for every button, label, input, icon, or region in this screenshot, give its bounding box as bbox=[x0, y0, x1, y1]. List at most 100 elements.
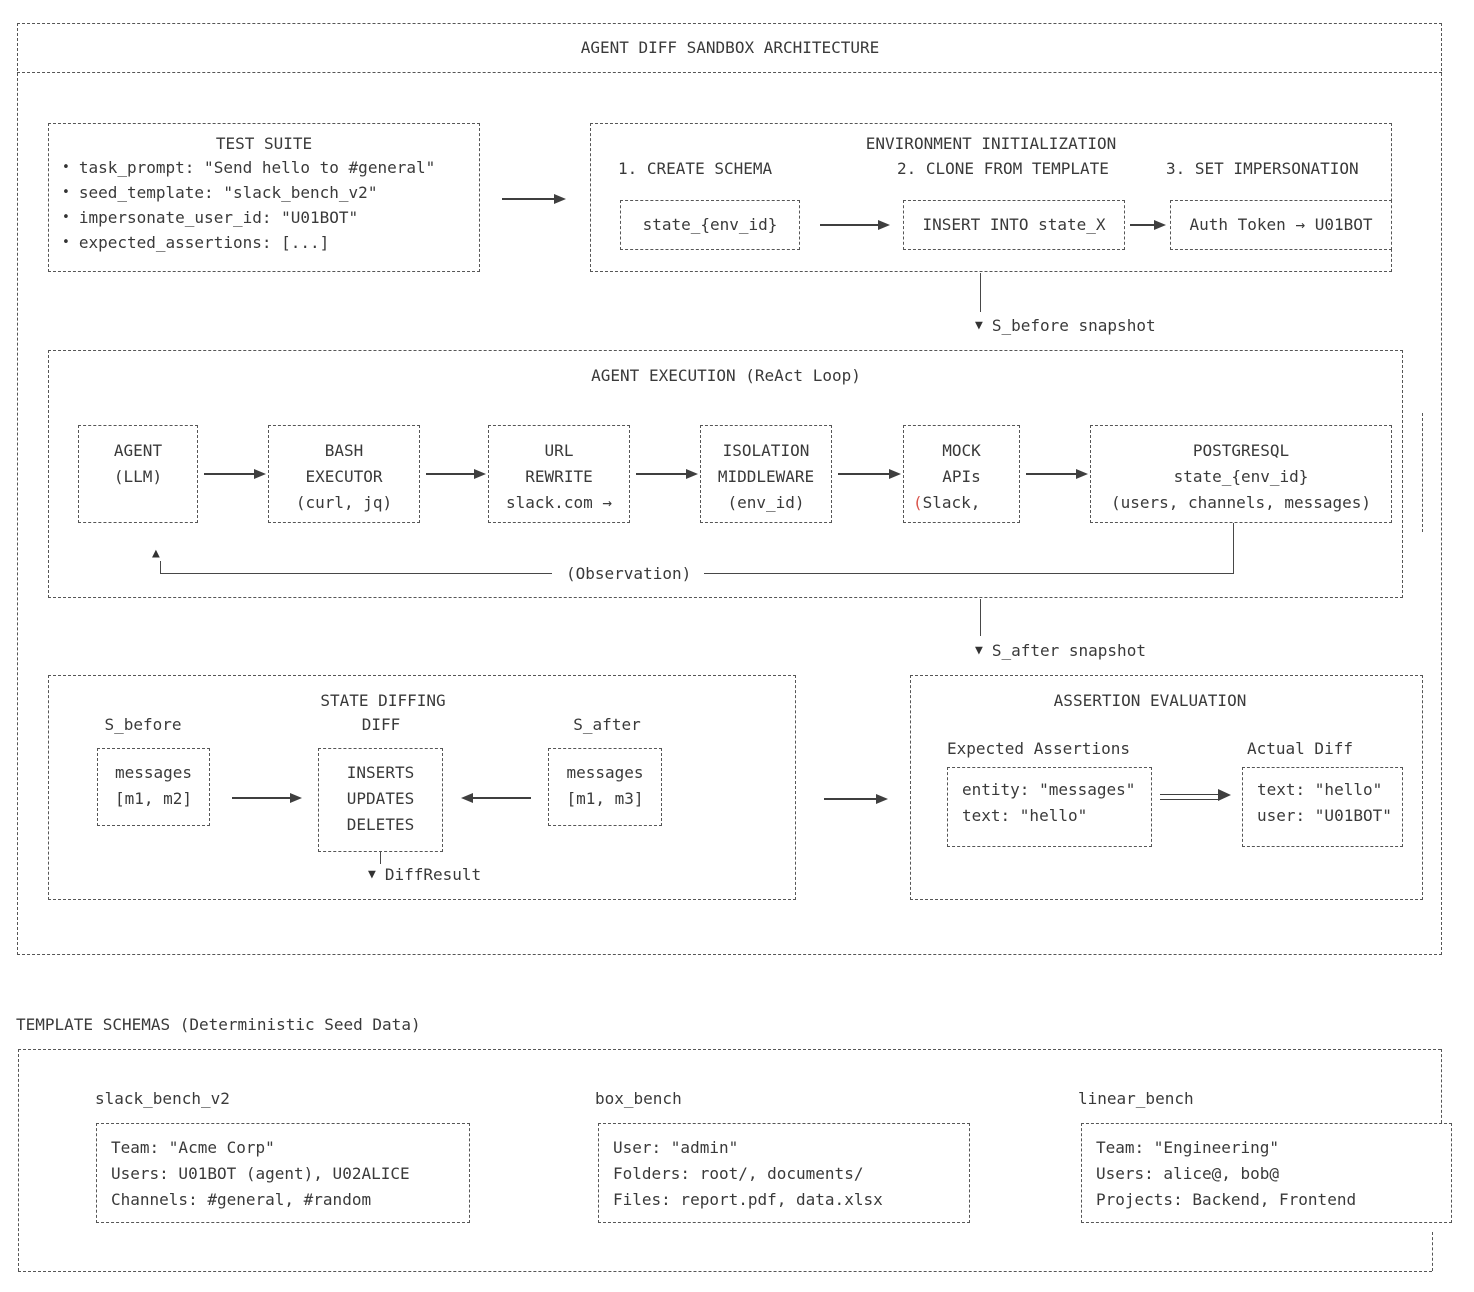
card-text: Users: alice@, bob@ bbox=[1096, 1164, 1280, 1183]
arrow-url-to-isolation bbox=[636, 468, 698, 479]
linear-bench-card: Team: "Engineering" Users: alice@, bob@ … bbox=[1081, 1123, 1452, 1223]
actual-diff-label: Actual Diff bbox=[1247, 739, 1353, 758]
card-text: Projects: Backend, Frontend bbox=[1096, 1190, 1357, 1209]
bullet-icon: • bbox=[62, 210, 70, 225]
node-text: MIDDLEWARE bbox=[717, 467, 815, 486]
box-bench-card: User: "admin" Folders: root/, documents/… bbox=[598, 1123, 970, 1223]
s-after-snapshot-text: S_after snapshot bbox=[991, 641, 1146, 660]
s-before-card: messages [m1, m2] bbox=[97, 748, 210, 826]
node-text: EXECUTOR bbox=[305, 467, 383, 486]
environment-initialization-title: ENVIRONMENT INITIALIZATION bbox=[865, 134, 1117, 153]
s-after-connector-line bbox=[980, 599, 981, 636]
s-before-snapshot-text: S_before snapshot bbox=[991, 316, 1156, 335]
observation-down-line bbox=[1233, 523, 1234, 574]
node-text: state_{env_id} bbox=[642, 215, 778, 234]
double-arrow-expected-to-actual bbox=[1160, 789, 1231, 801]
arrow-clone-to-impersonation bbox=[1130, 219, 1166, 230]
agent-execution-title: AGENT EXECUTION (ReAct Loop) bbox=[591, 366, 861, 385]
bullet-icon: • bbox=[62, 235, 70, 250]
observation-right-line bbox=[704, 573, 1233, 574]
s-before-column-label: S_before bbox=[104, 715, 182, 734]
test-suite-item: • task_prompt: "Send hello to #general" bbox=[62, 158, 435, 177]
schema-name: box_bench bbox=[595, 1089, 682, 1108]
actual-diff-card: text: "hello" user: "U01BOT" bbox=[1242, 767, 1403, 847]
bullet-icon: • bbox=[62, 185, 70, 200]
node-text: MOCK bbox=[942, 441, 981, 460]
node-text: (env_id) bbox=[727, 493, 805, 512]
node-text: state_{env_id} bbox=[1173, 467, 1309, 486]
create-schema-node: state_{env_id} bbox=[620, 200, 800, 250]
card-text: [m1, m3] bbox=[566, 789, 644, 808]
arrow-agent-to-bash bbox=[204, 468, 266, 479]
s-after-snapshot-label: ▼ S_after snapshot bbox=[975, 641, 1146, 660]
diff-result-label: ▼ DiffResult bbox=[368, 865, 481, 884]
agent-llm-node: AGENT (LLM) bbox=[78, 425, 198, 523]
card-text: INSERTS bbox=[346, 763, 415, 782]
down-arrow-icon: ▼ bbox=[368, 867, 376, 882]
card-text: User: "admin" bbox=[613, 1138, 739, 1157]
clone-template-node: INSERT INTO state_X bbox=[903, 200, 1125, 250]
bash-executor-node: BASH EXECUTOR (curl, jq) bbox=[268, 425, 420, 523]
card-text: DELETES bbox=[346, 815, 415, 834]
page-title: AGENT DIFF SANDBOX ARCHITECTURE bbox=[580, 38, 880, 57]
card-text: Users: U01BOT (agent), U02ALICE bbox=[111, 1164, 410, 1183]
arrow-mock-to-postgres bbox=[1026, 468, 1088, 479]
s-before-connector-line bbox=[980, 273, 981, 312]
schema-name: slack_bench_v2 bbox=[95, 1089, 230, 1108]
node-text: URL bbox=[544, 441, 574, 460]
diff-column-label: DIFF bbox=[361, 715, 401, 734]
bullet-icon: • bbox=[62, 160, 70, 175]
env-step-label: 3. SET IMPERSONATION bbox=[1166, 159, 1359, 178]
node-text-clipped: (Slack, bbox=[913, 493, 981, 512]
observation-corner-line bbox=[160, 561, 161, 573]
expected-assertions-label: Expected Assertions bbox=[947, 739, 1131, 758]
node-text: APIs bbox=[942, 467, 981, 486]
node-text: AGENT bbox=[113, 441, 163, 460]
node-text: INSERT INTO state_X bbox=[922, 215, 1106, 234]
mock-apis-node: MOCK APIs (Slack, bbox=[903, 425, 1020, 523]
test-suite-item-text: impersonate_user_id: "U01BOT" bbox=[78, 208, 359, 227]
card-text: Team: "Engineering" bbox=[1096, 1138, 1280, 1157]
s-after-column-label: S_after bbox=[573, 715, 641, 734]
template-box-left-border bbox=[18, 1049, 19, 1271]
isolation-middleware-node: ISOLATION MIDDLEWARE (env_id) bbox=[700, 425, 832, 523]
card-text: entity: "messages" bbox=[962, 780, 1136, 799]
test-suite-item-text: task_prompt: "Send hello to #general" bbox=[78, 158, 436, 177]
diff-result-connector-line bbox=[380, 852, 381, 864]
arrow-diffing-to-assertion bbox=[824, 793, 888, 804]
header-divider bbox=[17, 72, 1442, 73]
state-diffing-title: STATE DIFFING bbox=[320, 691, 446, 710]
card-text: Team: "Acme Corp" bbox=[111, 1138, 275, 1157]
node-text: ISOLATION bbox=[722, 441, 810, 460]
card-text: [m1, m2] bbox=[114, 789, 193, 808]
down-arrow-icon: ▼ bbox=[975, 318, 983, 333]
down-arrow-icon: ▼ bbox=[975, 643, 983, 658]
arrow-after-to-diff bbox=[461, 792, 531, 803]
env-step-label: 1. CREATE SCHEMA bbox=[618, 159, 773, 178]
card-text: Files: report.pdf, data.xlsx bbox=[613, 1190, 883, 1209]
arrow-before-to-diff bbox=[232, 792, 302, 803]
node-text: (users, channels, messages) bbox=[1110, 493, 1372, 512]
assertion-evaluation-title: ASSERTION EVALUATION bbox=[1053, 691, 1247, 710]
test-suite-item: • expected_assertions: [...] bbox=[62, 233, 329, 252]
arrow-schema-to-clone bbox=[820, 219, 890, 230]
postgresql-node: POSTGRESQL state_{env_id} (users, channe… bbox=[1090, 425, 1392, 523]
clipped-border-segment bbox=[1422, 413, 1423, 532]
node-text: Auth Token → U01BOT bbox=[1189, 215, 1373, 234]
node-text: POSTGRESQL bbox=[1192, 441, 1290, 460]
env-step-label: 2. CLONE FROM TEMPLATE bbox=[897, 159, 1109, 178]
node-text: REWRITE bbox=[525, 467, 593, 486]
schema-name: linear_bench bbox=[1078, 1089, 1194, 1108]
card-text: text: "hello" bbox=[1257, 780, 1383, 799]
s-after-card: messages [m1, m3] bbox=[548, 748, 662, 826]
arrow-test-suite-to-env-init bbox=[502, 193, 566, 204]
diff-card: INSERTS UPDATES DELETES bbox=[318, 748, 443, 852]
s-before-snapshot-label: ▼ S_before snapshot bbox=[975, 316, 1156, 335]
up-arrow-icon: ▲ bbox=[152, 546, 160, 561]
test-suite-item-text: seed_template: "slack_bench_v2" bbox=[78, 183, 378, 202]
template-box-bottom-border bbox=[18, 1271, 1432, 1272]
test-suite-item: • seed_template: "slack_bench_v2" bbox=[62, 183, 377, 202]
expected-assertions-card: entity: "messages" text: "hello" bbox=[947, 767, 1152, 847]
node-text: slack.com → bbox=[506, 493, 612, 512]
